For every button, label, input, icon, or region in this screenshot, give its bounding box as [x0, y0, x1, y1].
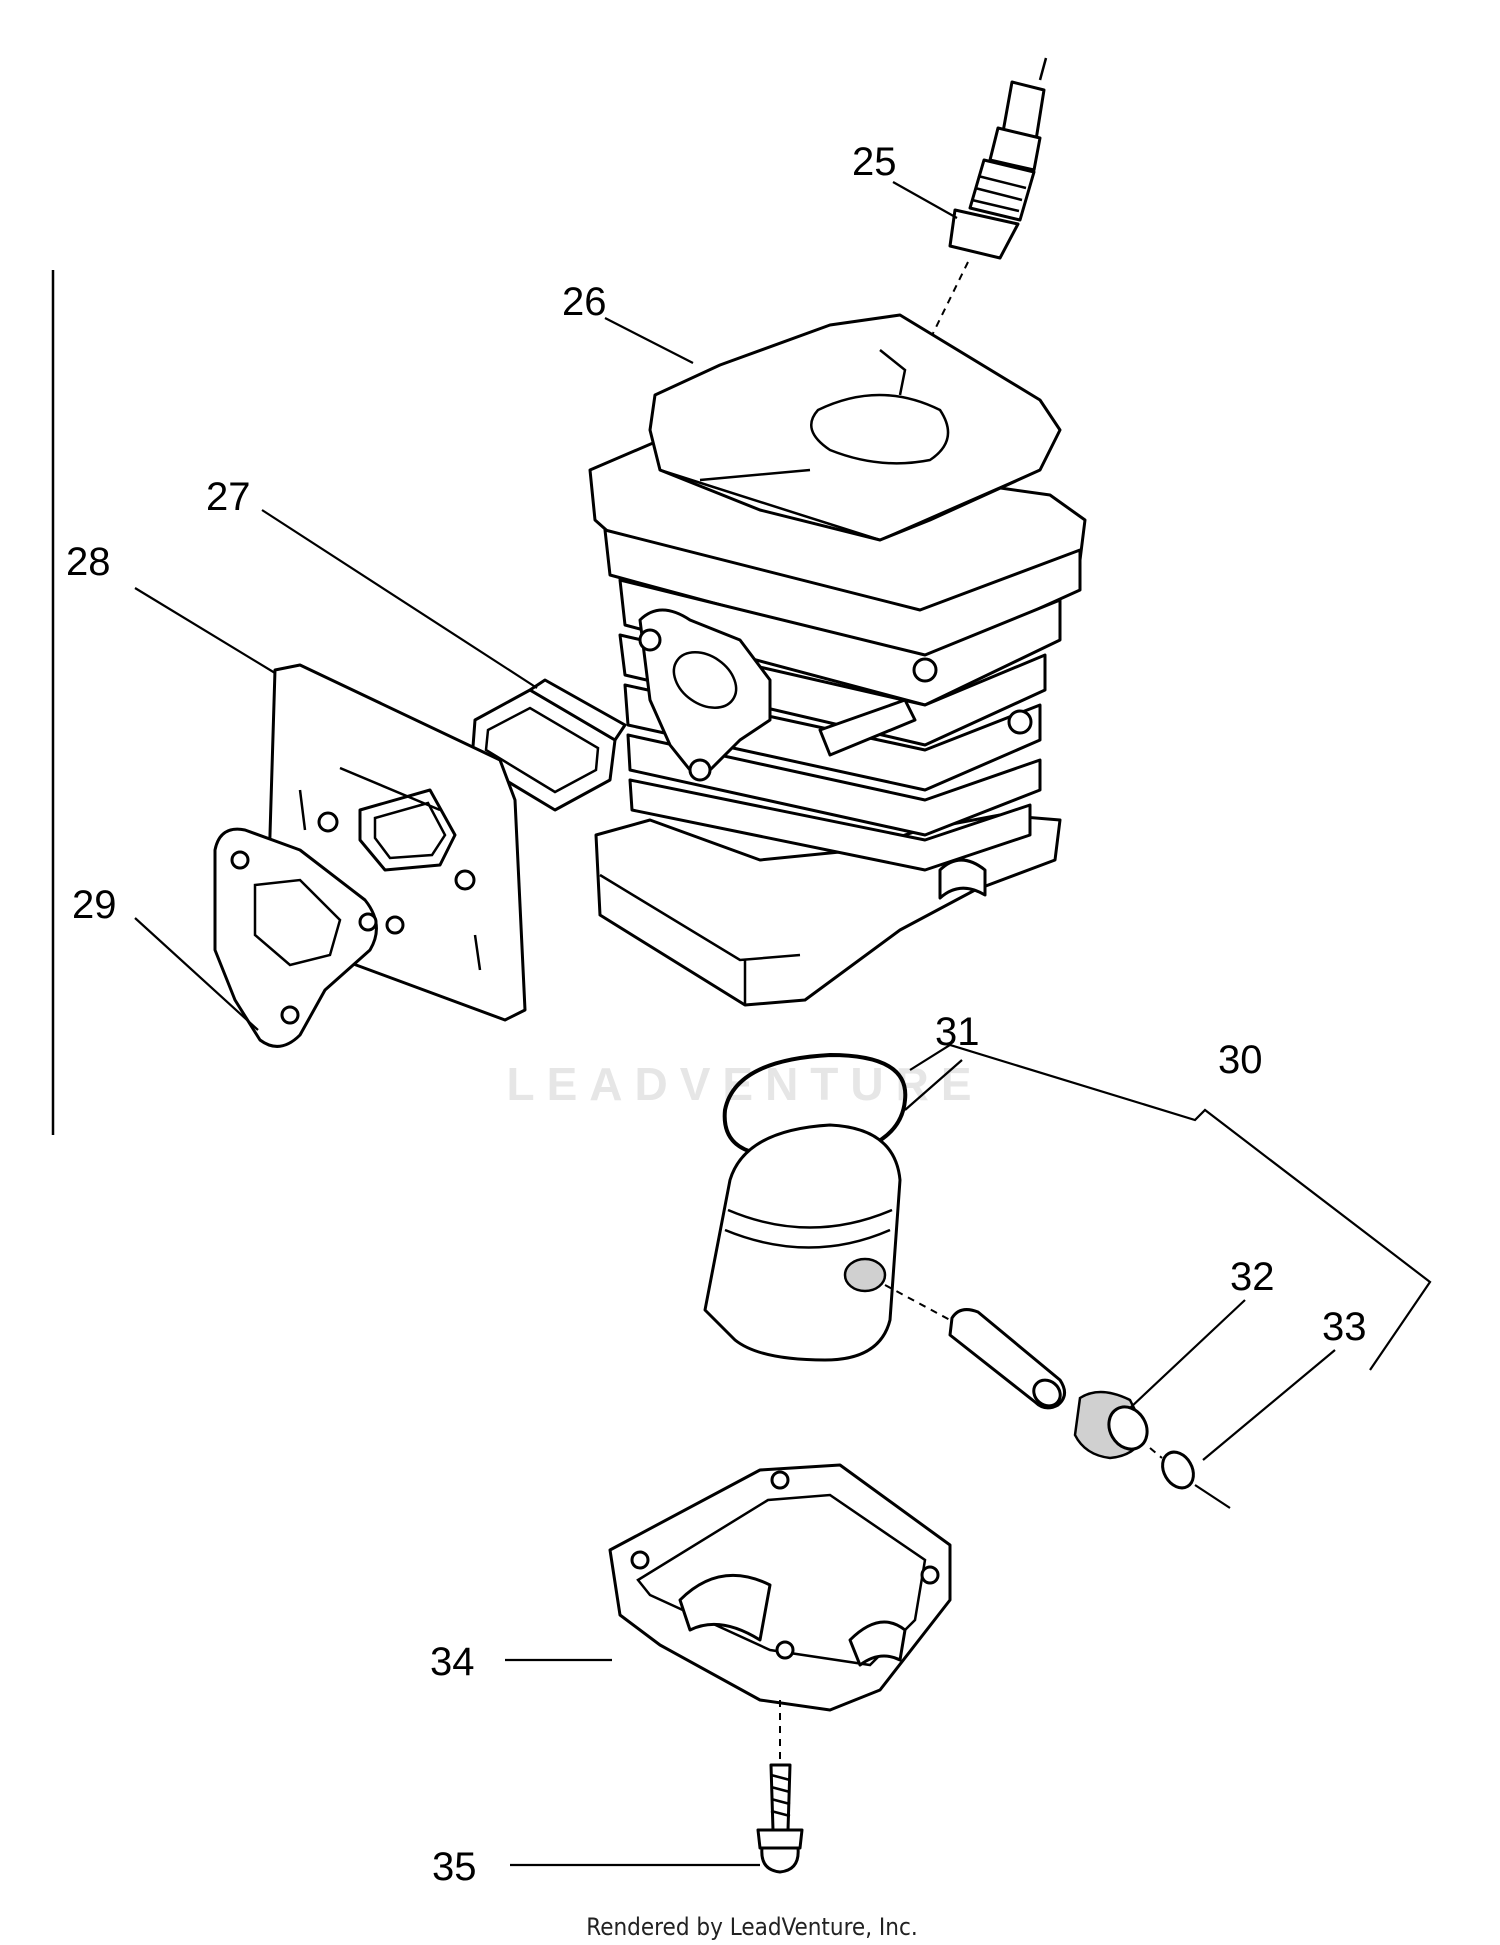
callout-33: 33	[1322, 1305, 1367, 1349]
callout-28: 28	[66, 540, 111, 584]
callout-labels: 25 26 27 28 29 30 31 32 33 34 35	[66, 140, 1367, 1889]
callout-27: 27	[206, 475, 251, 519]
callout-30: 30	[1218, 1038, 1263, 1082]
callout-35: 35	[432, 1845, 477, 1889]
leader-lines	[134, 181, 1336, 1867]
callout-34: 34	[430, 1640, 475, 1684]
spark-plug[interactable]	[914, 57, 1048, 371]
callout-29: 29	[72, 883, 117, 927]
piston-pin[interactable]	[948, 1308, 1066, 1412]
callout-32: 32	[1230, 1255, 1275, 1299]
piston[interactable]	[703, 1123, 951, 1362]
piston-kit-bracket	[909, 1043, 1432, 1371]
render-credit: Rendered by LeadVenture, Inc.	[586, 1913, 917, 1941]
retaining-clip[interactable]	[1149, 1447, 1231, 1509]
crankcase-bottom[interactable]	[608, 1463, 952, 1712]
needle-bearing[interactable]	[1073, 1390, 1155, 1460]
callout-25: 25	[852, 140, 897, 184]
screw[interactable]	[756, 1700, 804, 1874]
watermark: LEADVENTURE	[506, 1058, 983, 1110]
callout-26: 26	[562, 280, 607, 324]
callout-31: 31	[935, 1010, 980, 1054]
cylinder[interactable]	[588, 313, 1087, 1007]
piston-ring[interactable]	[722, 1052, 908, 1158]
exhaust-gasket[interactable]	[213, 827, 378, 1048]
